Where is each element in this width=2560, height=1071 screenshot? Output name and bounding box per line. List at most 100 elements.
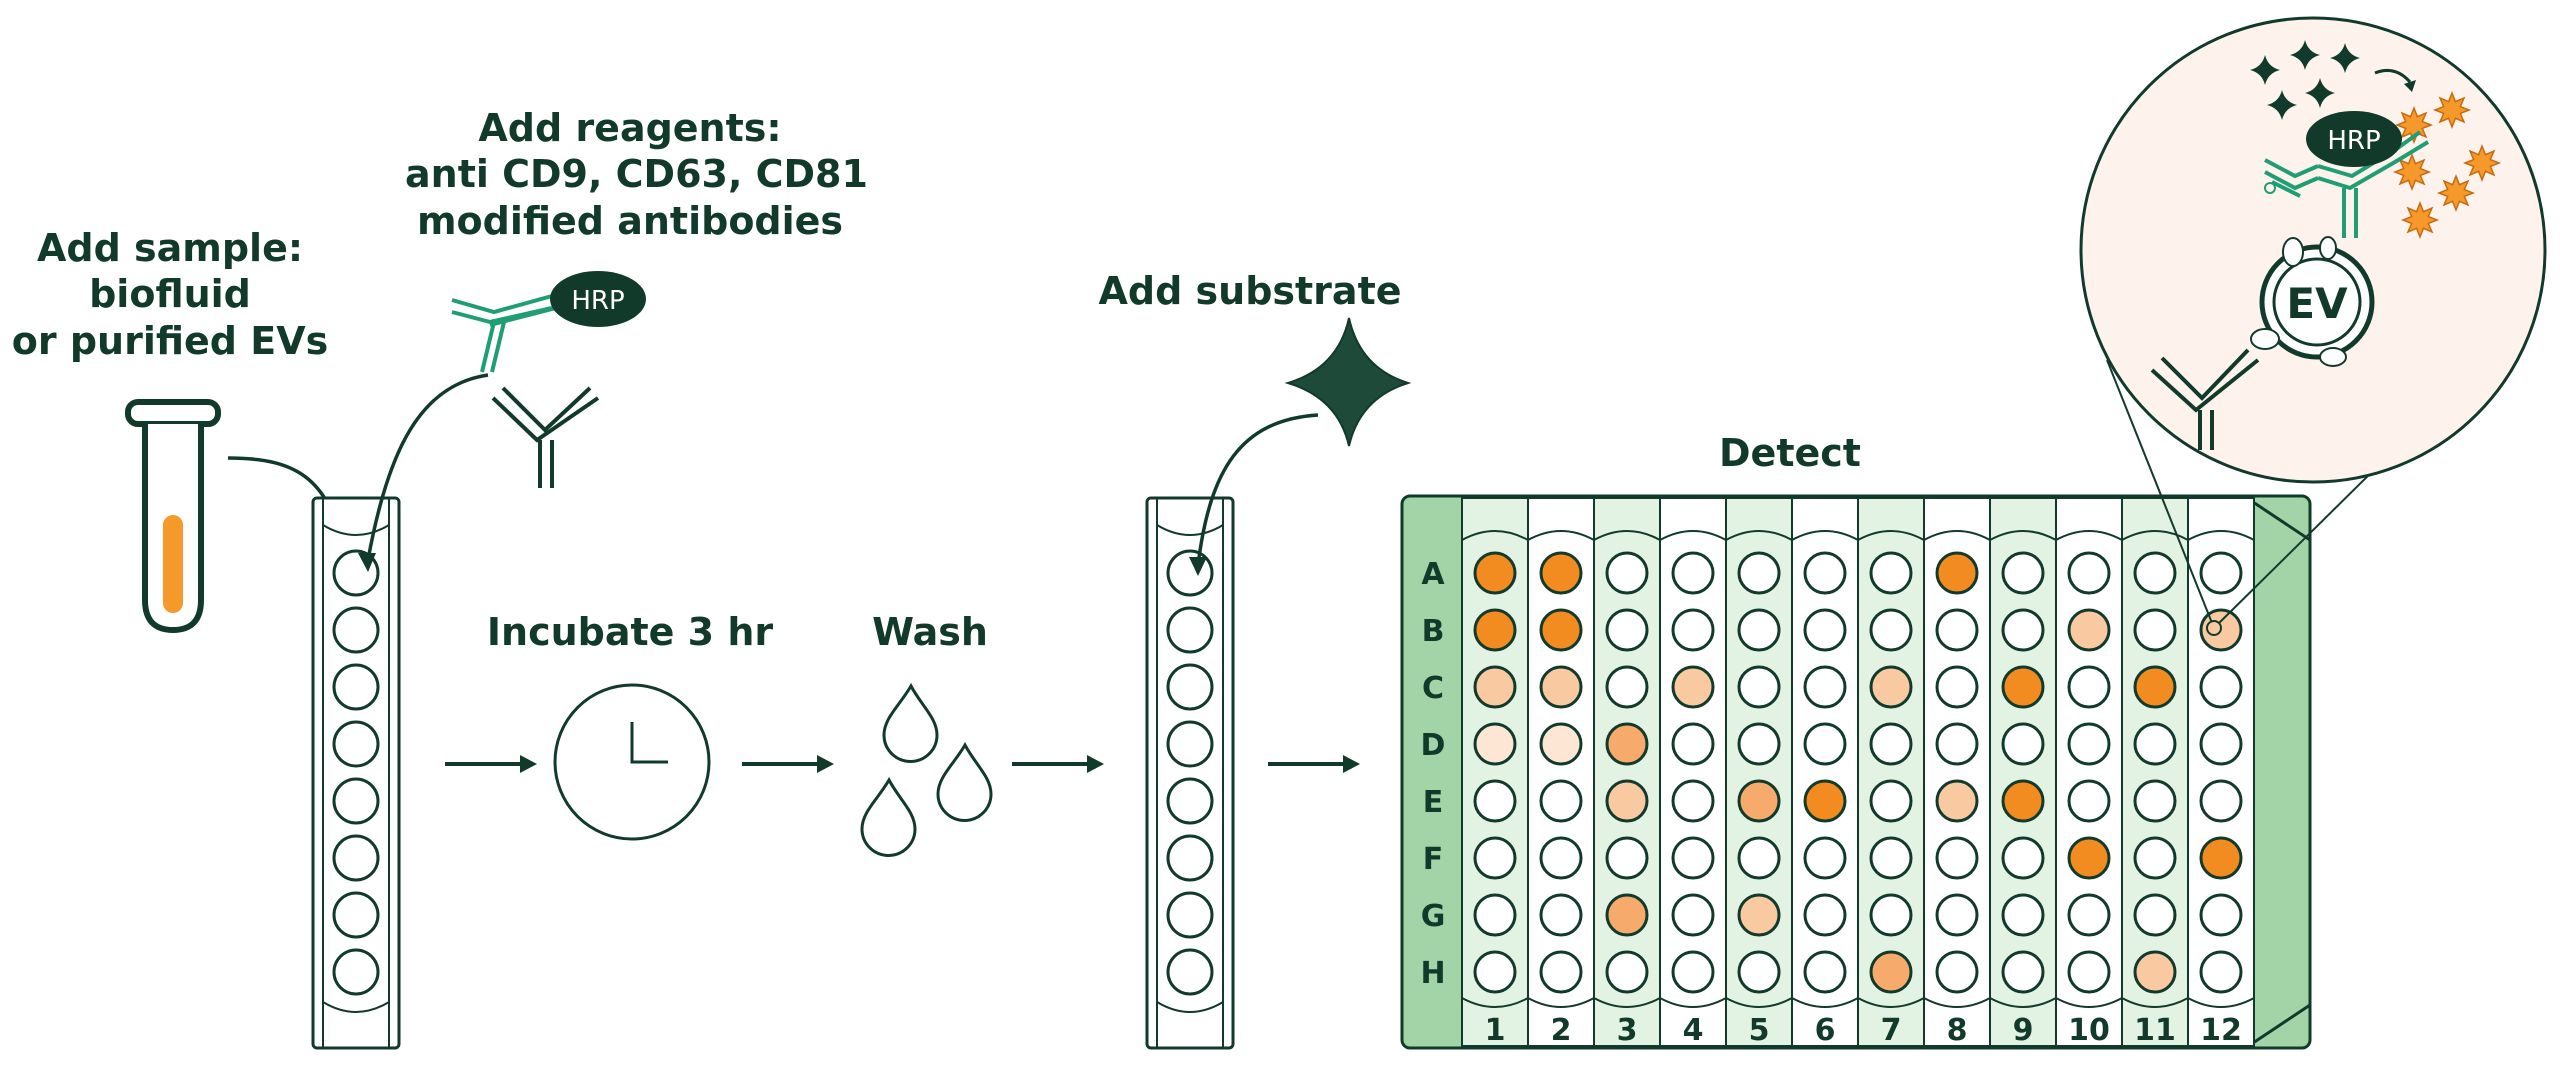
plate-well <box>1671 665 1715 709</box>
plate-well <box>2133 950 2177 994</box>
strip-edge <box>2121 997 2189 1008</box>
row-label: C <box>1422 671 1444 706</box>
plate-well <box>1473 836 1517 880</box>
linker-dot <box>2264 182 2276 194</box>
plate-well <box>1935 551 1979 595</box>
plate-well <box>2067 722 2111 766</box>
add-substrate-label: Add substrate <box>1080 268 1420 314</box>
plate-well <box>1605 608 1649 652</box>
plate-well <box>2133 779 2177 823</box>
row-label: A <box>1421 557 1445 592</box>
column-label: 2 <box>1551 1013 1572 1048</box>
strip-well <box>332 720 380 768</box>
plate-well <box>2199 836 2243 880</box>
ev-membrane-icon <box>2272 257 2362 347</box>
plate-well <box>1737 665 1781 709</box>
process-arrow <box>742 755 834 773</box>
plate-well <box>1803 665 1847 709</box>
hrp-enzyme-icon <box>550 271 646 327</box>
plate-well <box>1473 779 1517 823</box>
water-drops-icon <box>860 682 993 857</box>
plate-well <box>1869 893 1913 937</box>
column-label: 8 <box>1947 1013 1968 1048</box>
add-sample-label: Add sample: biofluid or purified EVs <box>10 225 330 364</box>
column-label: 11 <box>2134 1013 2176 1048</box>
plate-well <box>2199 665 2243 709</box>
arrowhead-icon <box>2404 80 2416 92</box>
strip-well <box>1166 891 1214 939</box>
plate-well <box>1935 779 1979 823</box>
plate-well <box>1671 608 1715 652</box>
column-label: 9 <box>2013 1013 2034 1048</box>
plate-well <box>1539 779 1583 823</box>
arrowhead-icon <box>1189 557 1207 576</box>
strip-edge <box>1527 997 1595 1008</box>
strip-well <box>332 606 380 654</box>
strip-well <box>1166 948 1214 996</box>
reagent-transfer-arrow <box>366 373 489 561</box>
plate-well <box>1605 950 1649 994</box>
plate-well <box>1935 893 1979 937</box>
plate-well <box>1869 950 1913 994</box>
detect-label: Detect <box>1690 430 1890 476</box>
strip-edge <box>322 524 390 536</box>
plate-well <box>2001 893 2045 937</box>
row-label: D <box>1421 728 1446 763</box>
product-bursts-icon <box>2392 90 2502 240</box>
strip-edge <box>1659 997 1727 1008</box>
row-label: F <box>1423 842 1444 877</box>
clock-icon <box>553 683 711 841</box>
plate-well <box>1869 608 1913 652</box>
product-burst <box>2462 143 2502 183</box>
strip-edge <box>1593 530 1661 541</box>
substrate-transfer-arrow <box>1196 413 1319 566</box>
plate-well <box>1605 779 1649 823</box>
strip-well <box>1166 720 1214 768</box>
plate-well <box>1737 722 1781 766</box>
strip-edge <box>2055 997 2123 1008</box>
plate-well <box>2199 779 2243 823</box>
strip-edge <box>1791 997 1859 1008</box>
plate-well <box>2133 608 2177 652</box>
detect-text: Detect <box>1719 431 1861 475</box>
plate-well <box>2001 950 2045 994</box>
wash-label: Wash <box>830 609 1030 655</box>
plate-well <box>1737 893 1781 937</box>
plate-well <box>1803 950 1847 994</box>
strip-well <box>332 663 380 711</box>
capture-antibody-icon <box>2150 348 2260 450</box>
strip-edge <box>1527 530 1595 541</box>
strip-edge <box>1593 997 1661 1008</box>
plate-well <box>1671 722 1715 766</box>
strip-edge <box>1725 997 1793 1008</box>
wash-text: Wash <box>872 610 988 654</box>
plate-well <box>1737 779 1781 823</box>
plate-well <box>2199 950 2243 994</box>
strip-edge <box>1725 530 1793 541</box>
column-label: 6 <box>1815 1013 1836 1048</box>
row-label: B <box>1422 614 1445 649</box>
plate-well <box>1539 893 1583 937</box>
plate-well <box>2001 608 2045 652</box>
plate-well <box>1473 893 1517 937</box>
substrate-star-icon <box>1284 317 1412 447</box>
product-burst <box>2400 200 2440 240</box>
plate-well <box>1473 551 1517 595</box>
strip-well <box>1166 834 1214 882</box>
add-sample-line-2: biofluid <box>89 272 251 317</box>
plate-well <box>1539 608 1583 652</box>
plate-well <box>1869 722 1913 766</box>
plate-well <box>1737 950 1781 994</box>
plate-well <box>2133 893 2177 937</box>
add-sample-line-3: or purified EVs <box>11 318 329 363</box>
strip-well <box>332 948 380 996</box>
plate-well <box>1935 608 1979 652</box>
plate-side <box>2248 497 2312 1048</box>
plate-well <box>2001 836 2045 880</box>
plate-well <box>1605 893 1649 937</box>
zoom-origin-dot <box>2206 620 2222 636</box>
substrate-stars-icon <box>2250 40 2360 120</box>
plate-well <box>1605 836 1649 880</box>
strip-edge <box>322 1001 390 1013</box>
plate-well <box>1473 608 1517 652</box>
